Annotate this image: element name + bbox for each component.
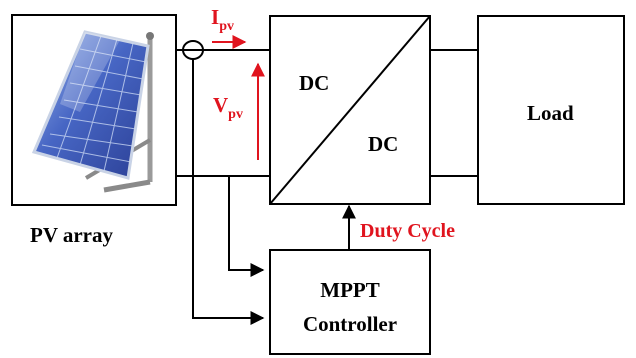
mppt-label-line2: Controller	[303, 312, 397, 336]
solar-panel-icon	[31, 30, 154, 193]
converter-bottom-label: DC	[368, 132, 398, 156]
pv-array-label: PV array	[30, 223, 114, 247]
voltage-sense-line	[228, 176, 265, 277]
duty-cycle-label: Duty Cycle	[360, 220, 455, 242]
converter-diagonal	[269, 15, 431, 205]
current-label: Ipv	[211, 5, 234, 34]
voltage-label: Vpv	[213, 93, 243, 122]
mppt-label-line1: MPPT	[320, 278, 379, 302]
load-label: Load	[527, 101, 574, 125]
load-box	[477, 15, 625, 205]
mppt-controller-box	[269, 249, 431, 355]
converter-top-label: DC	[299, 71, 329, 95]
current-sense-line	[192, 59, 265, 325]
